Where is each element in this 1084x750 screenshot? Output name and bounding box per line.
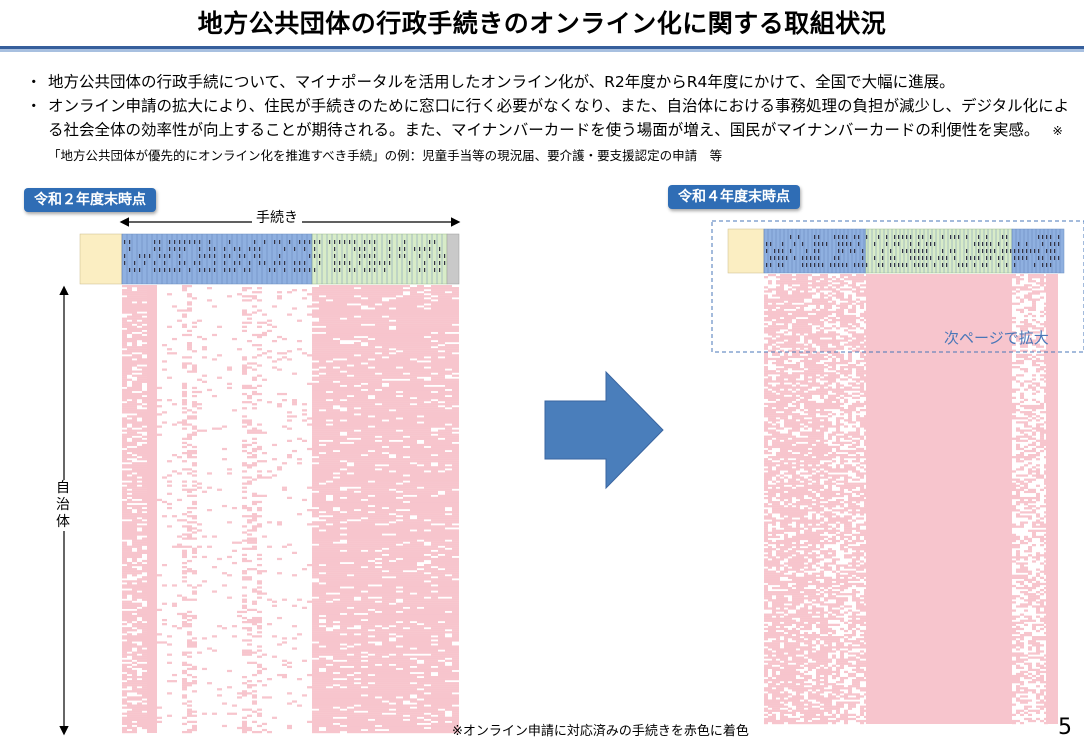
zoom-note: 次ページで拡大 (944, 329, 1049, 347)
bullet-text: 地方公共団体の行政手続について、マイナポータルを活用したオンライン化が、R2年度… (48, 73, 955, 91)
left-status-matrix (122, 285, 459, 734)
right-table-header (727, 228, 1065, 274)
page-title: 地方公共団体の行政手続きのオンライン化に関する取組状況 (197, 9, 887, 38)
right-period-badge: 令和４年度末時点 (668, 185, 800, 209)
progress-arrow-icon (544, 370, 664, 490)
page-number: 5 (1058, 715, 1072, 740)
municipalities-axis-label: 自治体 (53, 480, 73, 531)
bullet-item: ・ オンライン申請の拡大により、住民が手続きのために窓口に行く必要がなくなり、ま… (22, 94, 1072, 168)
right-status-matrix (764, 274, 1058, 725)
bullet-marker: ・ (26, 73, 42, 91)
bullet-text: オンライン申請の拡大により、住民が手続きのために窓口に行く必要がなくなり、また、… (48, 97, 1070, 139)
bullet-note: ※「地方公共団体が優先的にオンライン化を推進すべき手続」の例：児童手当等の現況届… (48, 123, 1063, 163)
left-table-header (79, 233, 460, 285)
zoom-region-box (711, 220, 1084, 353)
title-underline-accent (0, 49, 1084, 52)
bullet-item: ・ 地方公共団体の行政手続について、マイナポータルを活用したオンライン化が、R2… (22, 70, 1072, 94)
bullet-marker: ・ (26, 97, 42, 115)
summary-bullets: ・ 地方公共団体の行政手続について、マイナポータルを活用したオンライン化が、R2… (22, 70, 1072, 168)
footnote: ※オンライン申請に対応済みの手続きを赤色に着色 (452, 724, 749, 739)
procedures-axis-label: 手続き (252, 207, 302, 227)
title-underline (0, 46, 1084, 49)
left-period-badge: 令和２年度末時点 (24, 188, 156, 212)
